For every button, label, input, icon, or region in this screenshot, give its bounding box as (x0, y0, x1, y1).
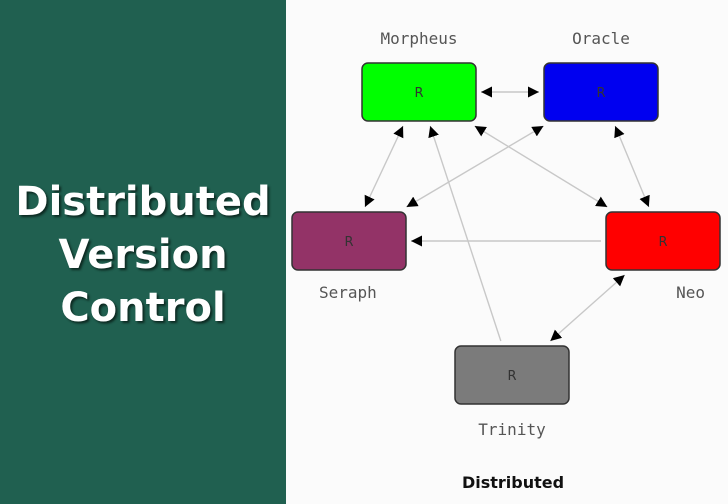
repository-label-trinity: Trinity (478, 420, 546, 439)
repository-label-seraph: Seraph (319, 283, 377, 302)
repository-marker: R (658, 235, 667, 250)
connection-morpheus-neo (474, 125, 608, 208)
repository-marker: R (507, 369, 516, 384)
repository-box-trinity (454, 345, 570, 405)
connections (364, 86, 650, 342)
diagram-caption: Distributed (462, 473, 564, 492)
connection-morpheus-seraph (364, 125, 404, 208)
repository-box-oracle (543, 62, 659, 122)
repository-marker: R (414, 86, 423, 101)
repository-label-neo: Neo (676, 283, 705, 302)
title-panel: Distributed Version Control (0, 0, 286, 504)
slide-title-line: Distributed (15, 179, 271, 225)
connection-oracle-seraph (406, 125, 544, 208)
repository-label-oracle: Oracle (572, 29, 630, 48)
repository-node-oracle: R Oracle (543, 29, 659, 122)
slide-title-line: Version (58, 232, 228, 278)
connection-neo-trinity (549, 274, 626, 342)
repository-box-morpheus (361, 62, 477, 122)
repository-marker: R (596, 86, 605, 101)
slide-title-line: Control (60, 285, 226, 331)
repository-marker: R (344, 235, 353, 250)
repository-node-neo: R Neo (605, 211, 721, 302)
slide-title: Distributed Version Control (0, 176, 286, 335)
repository-node-trinity: R Trinity (454, 345, 570, 439)
repository-node-morpheus: R Morpheus (361, 29, 477, 122)
repository-label-morpheus: Morpheus (380, 29, 457, 48)
connection-trinity-morpheus (428, 125, 502, 342)
repository-node-seraph: R Seraph (291, 211, 407, 302)
repository-box-seraph (291, 211, 407, 271)
connection-oracle-neo (614, 125, 650, 208)
repository-box-neo (605, 211, 721, 271)
